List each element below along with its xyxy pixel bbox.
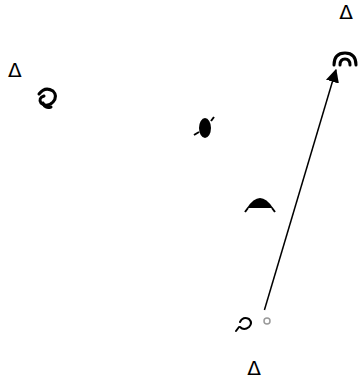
delta-label: Δ <box>247 358 261 378</box>
delta-label: Δ <box>339 2 353 22</box>
observer-symbol <box>194 117 214 138</box>
observer-symbol <box>245 198 275 212</box>
observer-symbol <box>334 53 356 65</box>
observer-node: Δ <box>234 310 274 380</box>
observer-symbol <box>39 89 56 107</box>
sight-arrow <box>264 70 335 310</box>
delta-label: Δ <box>8 60 22 80</box>
observer-node: Δ <box>334 2 358 70</box>
observer-node: Δ <box>8 60 60 112</box>
observer-symbol <box>236 318 270 331</box>
